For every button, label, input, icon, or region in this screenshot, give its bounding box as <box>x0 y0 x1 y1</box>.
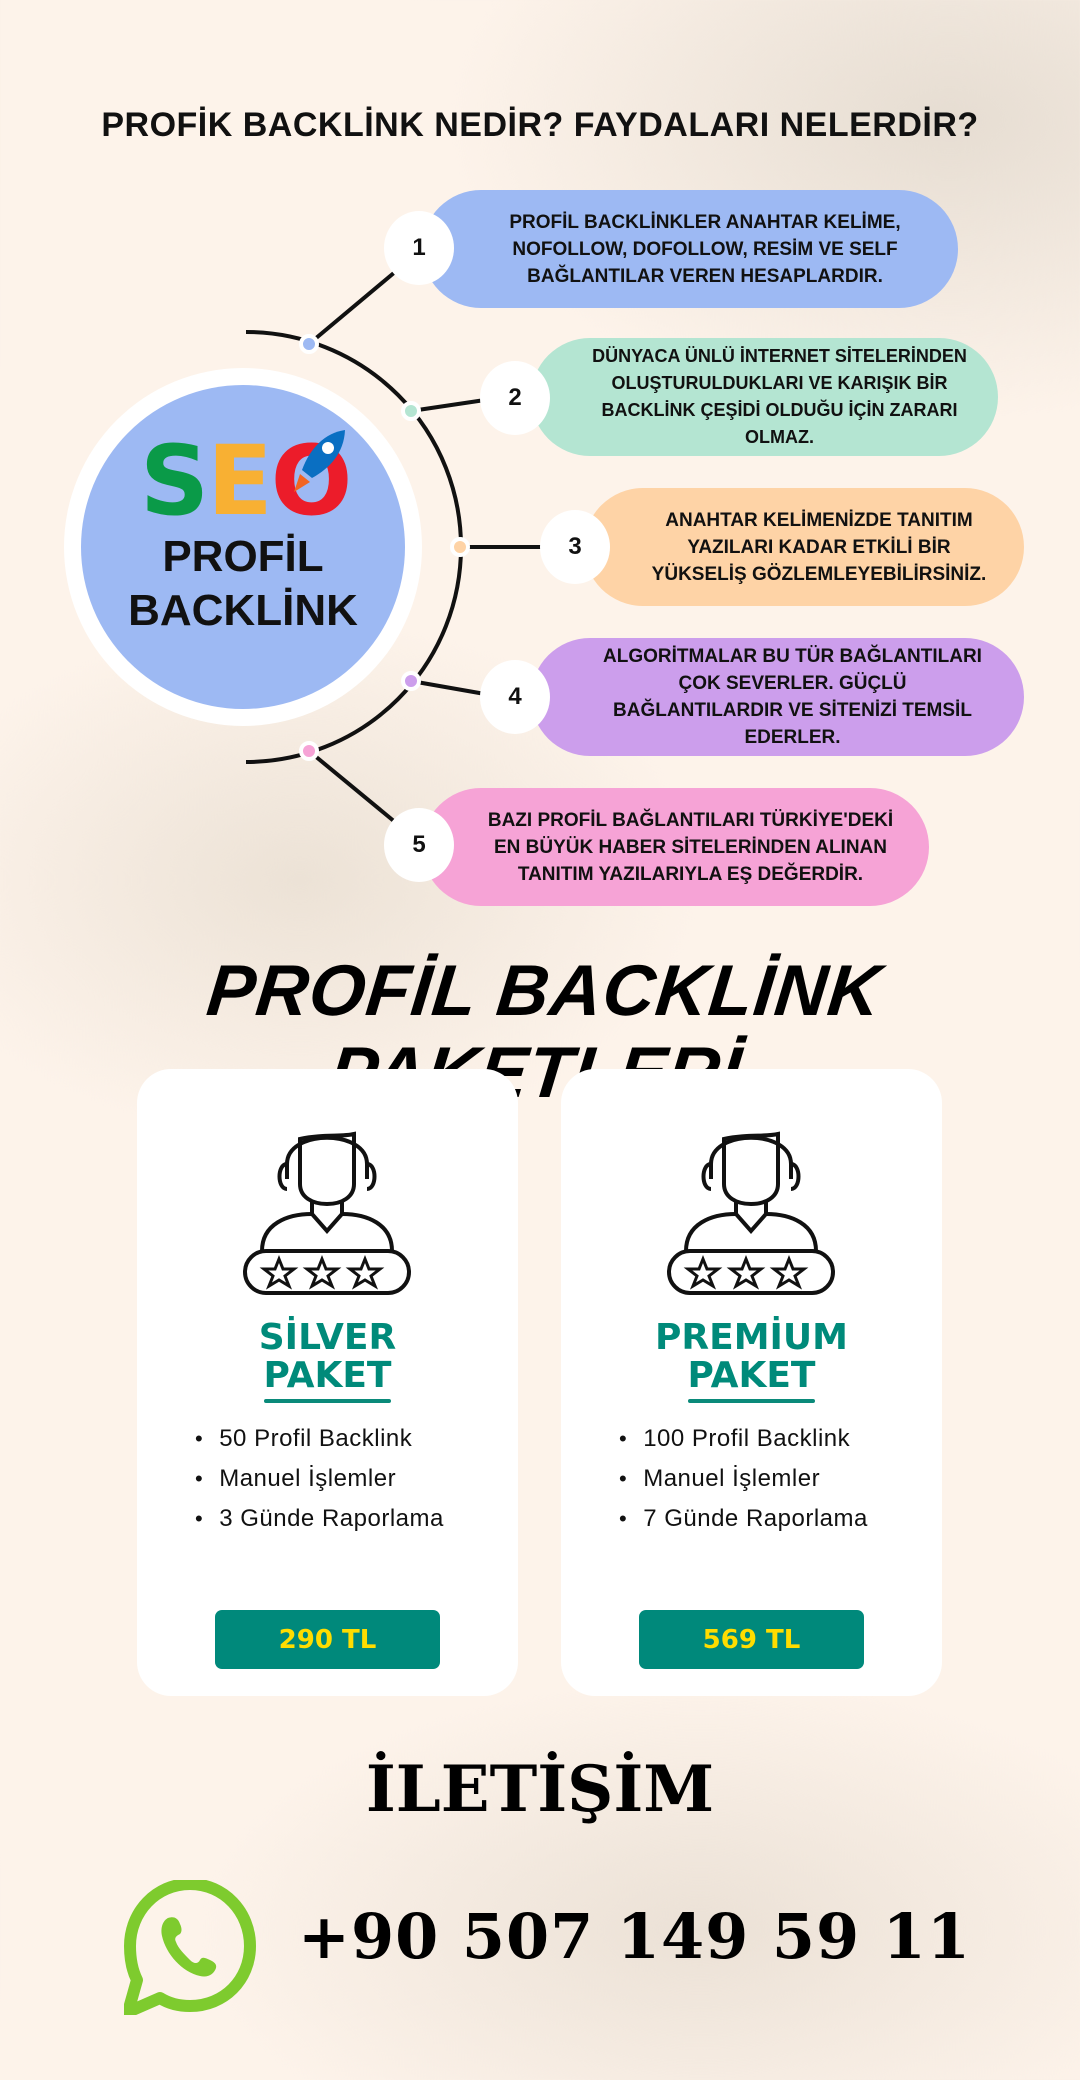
package-name-line1: SİLVER <box>258 1317 397 1358</box>
center-label: PROFİL BACKLİNK <box>81 530 405 638</box>
package-name-line2: PAKET <box>263 1355 392 1396</box>
connector-line-2 <box>410 398 486 413</box>
connector-line-1 <box>307 270 397 346</box>
step-number-1: 1 <box>384 211 454 285</box>
connector-dot-4 <box>401 671 421 691</box>
center-label-line2: BACKLİNK <box>128 586 358 635</box>
page-title: PROFİK BACKLİNK NEDİR? FAYDALARI NELERDİ… <box>101 106 979 144</box>
price-button[interactable]: 569 TL <box>639 1610 864 1669</box>
package-name-line2: PAKET <box>687 1355 816 1396</box>
package-name-line1: PREMİUM <box>655 1317 848 1358</box>
rocket-icon <box>294 430 345 492</box>
feature-item: Manuel İşlemler <box>619 1459 868 1499</box>
connector-dot-1 <box>299 334 319 354</box>
connector-dot-5 <box>299 741 319 761</box>
package-card-silver: SİLVER PAKET 50 Profil Backlink Manuel İ… <box>137 1069 518 1696</box>
package-name: PREMİUM PAKET <box>561 1319 942 1395</box>
phone-number[interactable]: +90 507 149 59 11 <box>298 1900 971 1973</box>
price-button[interactable]: 290 TL <box>215 1610 440 1669</box>
center-label-line1: PROFİL <box>162 532 324 581</box>
connector-dot-3 <box>450 537 470 557</box>
connector-line-5 <box>307 749 397 824</box>
connector-line-4 <box>410 679 486 696</box>
step-bubble-2: DÜNYACA ÜNLÜ İNTERNET SİTELERİNDEN OLUŞT… <box>531 338 998 456</box>
whatsapp-icon[interactable] <box>124 1880 256 2015</box>
contact-title: İLETİŞİM <box>365 1752 715 1827</box>
feature-item: 3 Günde Raporlama <box>195 1499 444 1539</box>
seo-logo: SEO <box>140 425 352 537</box>
feature-item: 7 Günde Raporlama <box>619 1499 868 1539</box>
package-name: SİLVER PAKET <box>137 1319 518 1395</box>
step-number-2: 2 <box>480 361 550 435</box>
feature-item: 50 Profil Backlink <box>195 1419 444 1459</box>
seo-circle <box>81 385 405 709</box>
step-number-5: 5 <box>384 808 454 882</box>
step-bubble-1: PROFİL BACKLİNKLER ANAHTAR KELİME, NOFOL… <box>422 190 958 308</box>
connector-dot-2 <box>401 401 421 421</box>
step-bubble-4: ALGORİTMALAR BU TÜR BAĞLANTILARI ÇOK SEV… <box>531 638 1024 756</box>
step-number-4: 4 <box>480 660 550 734</box>
user-rating-icon <box>667 1131 835 1295</box>
feature-item: Manuel İşlemler <box>195 1459 444 1499</box>
feature-item: 100 Profil Backlink <box>619 1419 868 1459</box>
package-card-premium: PREMİUM PAKET 100 Profil Backlink Manuel… <box>561 1069 942 1696</box>
step-bubble-3: ANAHTAR KELİMENİZDE TANITIM YAZILARI KAD… <box>584 488 1024 606</box>
step-number-3: 3 <box>540 510 610 584</box>
step-bubble-5: BAZI PROFİL BAĞLANTILARI TÜRKİYE'DEKİ EN… <box>422 788 929 906</box>
title-underline <box>688 1399 815 1403</box>
title-underline <box>264 1399 391 1403</box>
connector-diagram <box>245 270 545 824</box>
feature-list: 100 Profil Backlink Manuel İşlemler 7 Gü… <box>619 1419 868 1539</box>
user-rating-icon <box>243 1131 411 1295</box>
feature-list: 50 Profil Backlink Manuel İşlemler 3 Gün… <box>195 1419 444 1539</box>
